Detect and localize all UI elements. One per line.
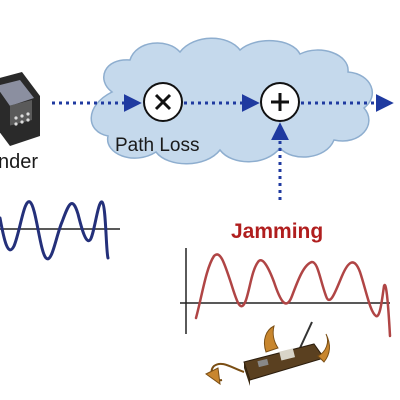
multiply-icon xyxy=(143,82,183,122)
handheld-device-icon xyxy=(0,72,40,146)
jamming-label: Jamming xyxy=(231,220,323,243)
path-loss-label: Path Loss xyxy=(115,135,200,156)
sender-label: nder xyxy=(0,151,38,173)
plus-icon xyxy=(260,82,300,122)
jammer-device-icon xyxy=(205,321,330,386)
sender-waveform xyxy=(0,200,120,261)
channel-cloud xyxy=(90,37,374,165)
jamming-waveform xyxy=(180,248,392,338)
jam-wave-curve xyxy=(194,253,392,338)
sender-wave-curve xyxy=(0,200,110,261)
